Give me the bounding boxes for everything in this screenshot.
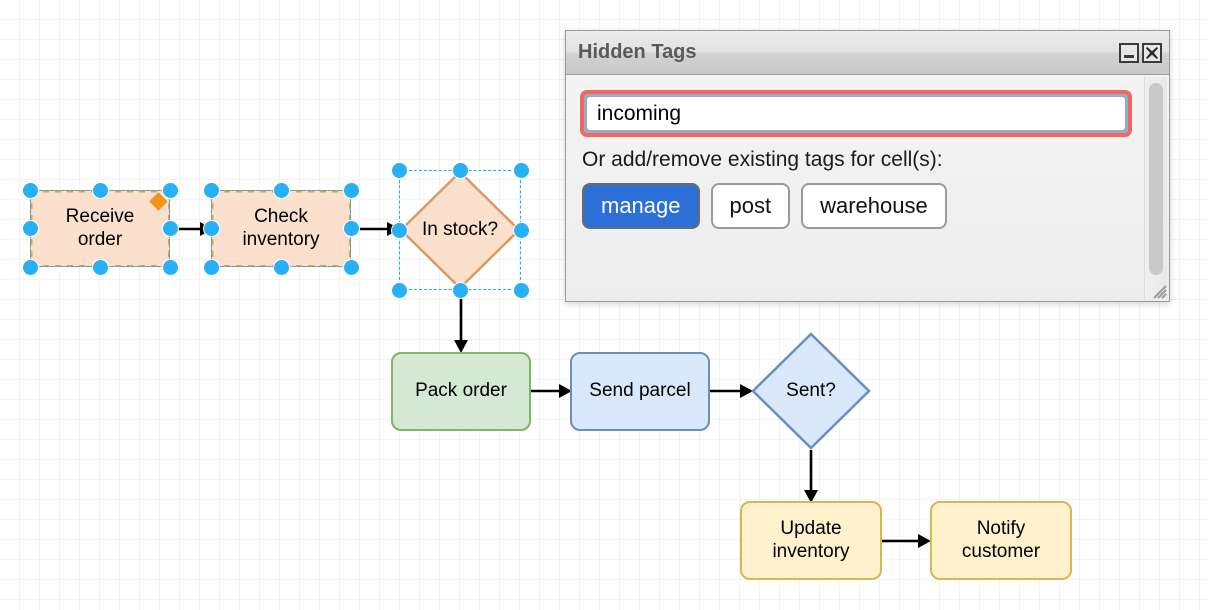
node-in-stock[interactable]: In stock? bbox=[399, 170, 521, 290]
resize-handle-nw[interactable] bbox=[21, 181, 39, 199]
resize-handle-e[interactable] bbox=[161, 219, 179, 237]
node-notify-customer[interactable]: Notify customer bbox=[930, 501, 1072, 580]
resize-handle-se[interactable] bbox=[512, 281, 530, 299]
connector-pack-to-send bbox=[531, 384, 572, 398]
tag-chip-post[interactable]: post bbox=[710, 183, 791, 229]
in-stock-diamond-shape bbox=[399, 170, 521, 290]
resize-handle-se[interactable] bbox=[161, 258, 179, 276]
node-check-inventory[interactable]: Check inventory bbox=[211, 190, 351, 267]
node-send-parcel[interactable]: Send parcel bbox=[570, 352, 710, 431]
existing-tags-instruction: Or add/remove existing tags for cell(s): bbox=[582, 148, 943, 171]
node-sent[interactable]: Sent? bbox=[751, 332, 871, 450]
node-pack-order[interactable]: Pack order bbox=[391, 352, 531, 431]
connector-send-to-sent bbox=[710, 384, 753, 398]
existing-tags-list: manage post warehouse bbox=[582, 183, 947, 229]
connector-instock-to-pack bbox=[454, 290, 468, 353]
minimize-icon[interactable] bbox=[1119, 42, 1139, 63]
tag-input-highlight bbox=[580, 90, 1132, 137]
tag-chip-manage[interactable]: manage bbox=[582, 183, 700, 229]
resize-handle-se[interactable] bbox=[342, 258, 360, 276]
resize-handle-ne[interactable] bbox=[512, 161, 530, 179]
dialog-body: Or add/remove existing tags for cell(s):… bbox=[566, 75, 1169, 301]
resize-handle-e[interactable] bbox=[512, 221, 530, 239]
resize-handle-sw[interactable] bbox=[21, 258, 39, 276]
resize-handle-nw[interactable] bbox=[202, 181, 220, 199]
dialog-titlebar[interactable]: Hidden Tags bbox=[566, 31, 1169, 75]
tag-chip-warehouse[interactable]: warehouse bbox=[801, 183, 947, 229]
window-controls bbox=[1119, 42, 1162, 63]
sent-diamond-shape bbox=[751, 332, 871, 450]
resize-handle-n[interactable] bbox=[91, 181, 109, 199]
dialog-title: Hidden Tags bbox=[578, 41, 697, 63]
resize-handle-s[interactable] bbox=[91, 258, 109, 276]
resize-handle-nw[interactable] bbox=[390, 161, 408, 179]
resize-handle-ne[interactable] bbox=[342, 181, 360, 199]
resize-handle-w[interactable] bbox=[202, 219, 220, 237]
resize-handle-n[interactable] bbox=[272, 181, 290, 199]
resize-handle-sw[interactable] bbox=[390, 281, 408, 299]
resize-handle-w[interactable] bbox=[390, 221, 408, 239]
close-icon[interactable] bbox=[1142, 42, 1162, 63]
resize-handle-sw[interactable] bbox=[202, 258, 220, 276]
resize-grip-icon[interactable] bbox=[1149, 281, 1167, 299]
dialog-scrollbar-thumb[interactable] bbox=[1149, 83, 1163, 275]
tag-input[interactable] bbox=[586, 96, 1126, 131]
resize-handle-s[interactable] bbox=[451, 281, 469, 299]
resize-handle-e[interactable] bbox=[342, 219, 360, 237]
connector-update-to-notify bbox=[882, 534, 931, 548]
resize-handle-ne[interactable] bbox=[161, 181, 179, 199]
resize-handle-s[interactable] bbox=[272, 258, 290, 276]
node-update-inventory[interactable]: Update inventory bbox=[740, 501, 882, 580]
connector-sent-to-update bbox=[804, 450, 818, 503]
hidden-tags-dialog: Hidden Tags Or add/remove existing tags … bbox=[565, 30, 1170, 302]
resize-handle-w[interactable] bbox=[21, 219, 39, 237]
dialog-scrollbar[interactable] bbox=[1144, 77, 1167, 299]
resize-handle-n[interactable] bbox=[451, 161, 469, 179]
